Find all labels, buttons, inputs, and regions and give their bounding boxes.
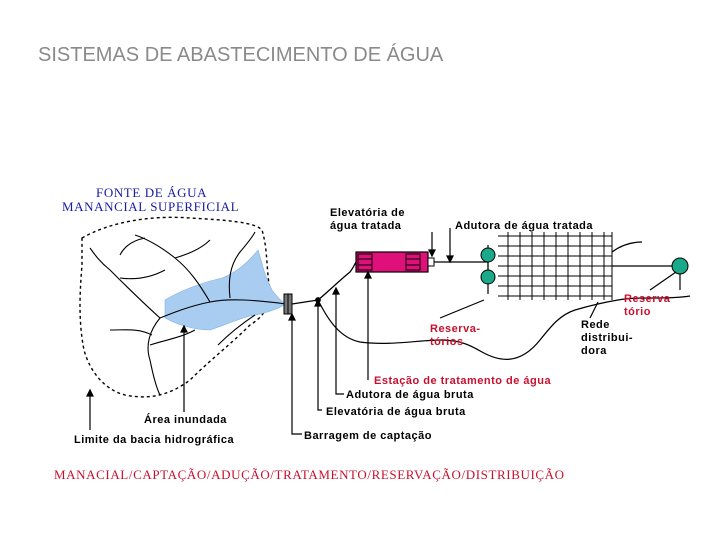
- distribution-network: [498, 232, 613, 300]
- source-title-line1: FONTE DE ÁGUA: [96, 185, 207, 200]
- label-reservatorio-end-1: Reserva: [624, 293, 671, 305]
- footer-sequence: MANACIAL/CAPTAÇÃO/ADUÇÃO/TRATAMENTO/RESE…: [54, 467, 565, 482]
- label-estacao: Estação de tratamento de água: [374, 375, 551, 387]
- treatment-station: [355, 251, 435, 273]
- slide-title: SISTEMAS DE ABASTECIMENTO DE ÁGUA: [38, 44, 444, 66]
- label-elevatoria-tratada-1: Elevatória de: [330, 207, 405, 219]
- reservoir-intermediate: [480, 245, 496, 294]
- label-elevatoria-bruta: Elevatória de água bruta: [326, 406, 466, 418]
- label-adutora-tratada: Adutora de água tratada: [455, 220, 593, 232]
- pointer-arrows: [86, 228, 677, 435]
- river-network: [89, 231, 287, 396]
- reservoir-end: [671, 257, 689, 275]
- pipe-to-end-reservoir: [611, 241, 681, 290]
- label-limite-bacia: Limite da bacia hidrográfica: [74, 434, 234, 446]
- dam: [283, 293, 293, 315]
- label-reservatorio-end-2: tório: [624, 306, 651, 318]
- source-title-line2: MANANCIAL SUPERFICIAL: [62, 199, 239, 214]
- label-rede-1: Rede: [581, 319, 610, 331]
- label-rede-3: dora: [581, 345, 607, 357]
- label-reservatorios-1: Reserva-: [430, 323, 480, 335]
- label-reservatorios-2: tórios: [430, 336, 464, 348]
- watershed-boundary: [79, 216, 271, 398]
- label-adutora-bruta: Adutora de água bruta: [346, 389, 474, 401]
- label-elevatoria-tratada-2: água tratada: [330, 220, 402, 232]
- terrain-profile: [317, 295, 691, 360]
- treated-water-main: [434, 252, 489, 277]
- raw-water-main: [291, 261, 357, 305]
- flooded-area: [164, 249, 287, 331]
- label-area-inundada: Área inundada: [144, 413, 227, 426]
- label-rede-2: distribui-: [581, 332, 633, 344]
- label-barragem: Barragem de captação: [304, 430, 432, 442]
